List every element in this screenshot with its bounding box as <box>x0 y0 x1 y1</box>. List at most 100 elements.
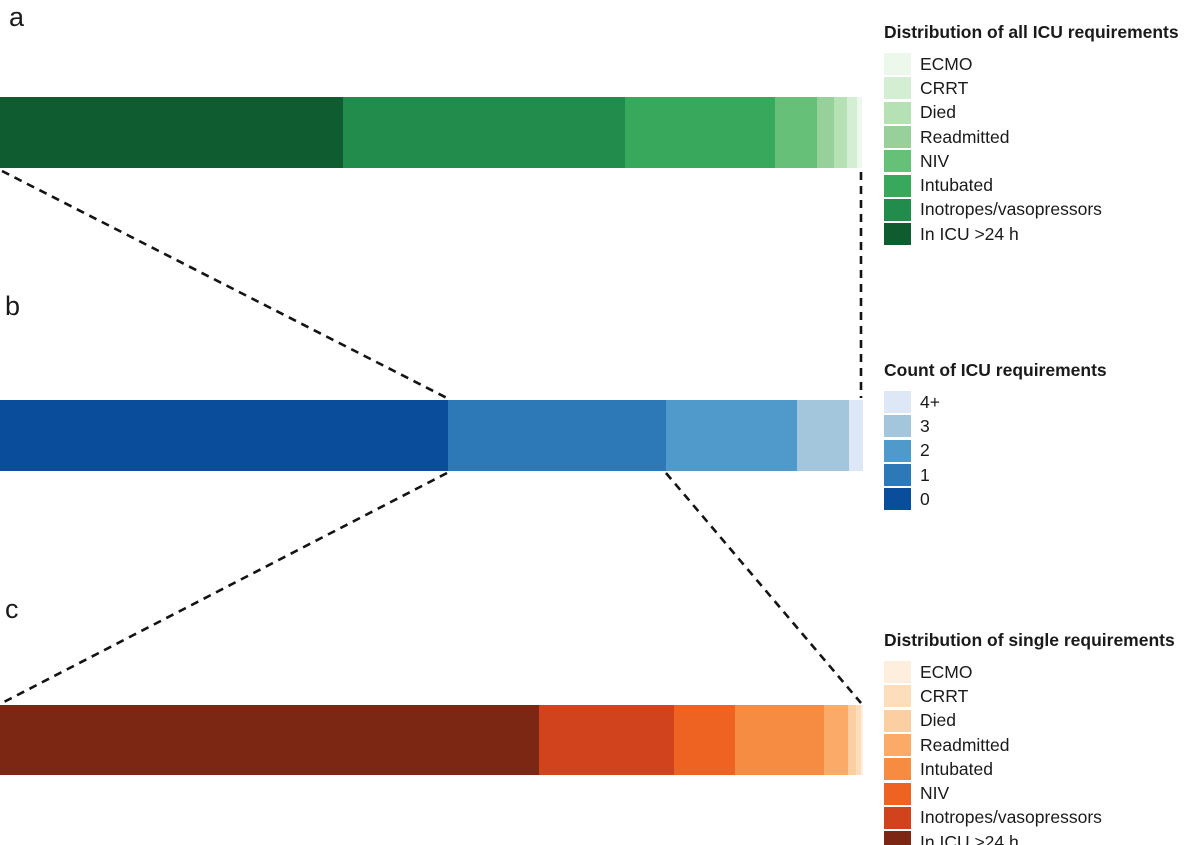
panel-a-segment-in-icu-24-h <box>0 97 343 168</box>
panel-a-legend-label-ecmo: ECMO <box>920 53 973 74</box>
panel-a-legend-item-readmitted: Readmitted <box>884 125 1200 149</box>
panel-b-legend-title: Count of ICU requirements <box>884 360 1107 380</box>
panel-a-segment-crrt <box>846 97 857 168</box>
panel-a-segment-inotropes-vasopressors <box>342 97 626 168</box>
panel-b-legend-label-4+: 4+ <box>920 391 940 412</box>
panel-c-swatch-died <box>884 709 911 732</box>
panel-c-legend-item-in-icu-24-h: In ICU >24 h <box>884 830 1200 845</box>
panel-b-swatch-3 <box>884 415 911 438</box>
panel-b-legend-item-1: 1 <box>884 463 1200 487</box>
panel-a-legend-item-niv: NIV <box>884 149 1200 173</box>
panel-a-swatch-in-icu-24-h <box>884 223 911 246</box>
panel-c-segment-niv <box>674 705 736 775</box>
panel-c-bar <box>0 705 863 775</box>
panel-b-legend-label-3: 3 <box>920 415 930 436</box>
panel-c-swatch-niv <box>884 782 911 805</box>
panel-a-legend-label-readmitted: Readmitted <box>920 126 1010 147</box>
panel-c-segment-crrt <box>856 705 862 775</box>
panel-c-legend-label-ecmo: ECMO <box>920 661 973 682</box>
panel-a-legend-item-ecmo: ECMO <box>884 52 1200 76</box>
panel-a-segment-ecmo <box>856 97 863 168</box>
panel-a-legend-item-crrt: CRRT <box>884 76 1200 100</box>
panel-c-legend-item-died: Died <box>884 709 1200 733</box>
panel-a-legend-item-in-icu-24-h: In ICU >24 h <box>884 222 1200 246</box>
panel-c-segment-ecmo <box>861 705 863 775</box>
panel-b-bar <box>0 400 863 471</box>
panel-a-segment-niv <box>775 97 818 168</box>
panel-c-legend-item-crrt: CRRT <box>884 684 1200 708</box>
panel-b-segment-0 <box>0 400 448 471</box>
panel-a-legend-label-niv: NIV <box>920 150 950 171</box>
panel-b-segment-2 <box>666 400 798 471</box>
panel-c-legend: Distribution of single requirements ECMO… <box>884 630 1200 845</box>
panel-b-legend-item-4+: 4+ <box>884 390 1200 414</box>
panel-b-legend-item-0: 0 <box>884 487 1200 511</box>
panel-c-legend-item-intubated: Intubated <box>884 757 1200 781</box>
panel-b-swatch-1 <box>884 464 911 487</box>
panel-c-swatch-intubated <box>884 758 911 781</box>
panel-a-legend-label-died: Died <box>920 102 956 123</box>
panel-a-swatch-inotropes-vasopressors <box>884 198 911 221</box>
panel-c-swatch-crrt <box>884 685 911 708</box>
panel-c-legend-item-inotropes-vasopressors: Inotropes/vasopressors <box>884 806 1200 830</box>
panel-c-label: c <box>5 594 19 624</box>
panel-b-legend: Count of ICU requirements 4+ 3 2 1 0 <box>884 360 1200 511</box>
panel-a-legend-item-intubated: Intubated <box>884 173 1200 197</box>
panel-a-segment-readmitted <box>817 97 834 168</box>
panel-c-legend-title: Distribution of single requirements <box>884 630 1175 650</box>
panel-a-swatch-intubated <box>884 174 911 197</box>
panel-b-legend-label-1: 1 <box>920 464 930 485</box>
panel-a-legend-label-intubated: Intubated <box>920 175 993 196</box>
panel-b-legend-label-2: 2 <box>920 440 930 461</box>
panel-b-swatch-4+ <box>884 391 911 414</box>
panel-c-segment-inotropes-vasopressors <box>539 705 674 775</box>
panel-b-legend-item-3: 3 <box>884 414 1200 438</box>
panel-c-legend-item-ecmo: ECMO <box>884 660 1200 684</box>
panel-b-segment-1 <box>447 400 667 471</box>
panel-a-legend-label-inotropes-vasopressors: Inotropes/vasopressors <box>920 199 1102 220</box>
panel-c-legend-label-intubated: Intubated <box>920 758 993 779</box>
panel-c-legend-label-died: Died <box>920 710 956 731</box>
panel-c-legend-label-in-icu-24-h: In ICU >24 h <box>920 831 1019 845</box>
panel-a-swatch-niv <box>884 150 911 173</box>
panel-b-swatch-2 <box>884 439 911 462</box>
panel-a-label: a <box>9 2 25 32</box>
panel-b-swatch-0 <box>884 488 911 511</box>
connector-b-to-c-left <box>1 471 448 705</box>
panel-a-segment-intubated <box>625 97 776 168</box>
panel-a-swatch-crrt <box>884 77 911 100</box>
panel-c-segment-intubated <box>735 705 825 775</box>
panel-c-segment-died <box>848 705 857 775</box>
panel-c-legend-item-niv: NIV <box>884 781 1200 805</box>
panel-c-legend-item-readmitted: Readmitted <box>884 733 1200 757</box>
panel-c-legend-label-niv: NIV <box>920 783 950 804</box>
connector-a-to-b-left <box>1 169 448 400</box>
panel-c-legend-label-readmitted: Readmitted <box>920 734 1010 755</box>
panel-a-legend: Distribution of all ICU requirements ECM… <box>884 22 1200 246</box>
panel-b-legend-items: 4+ 3 2 1 0 <box>884 390 1200 511</box>
panel-a-segment-died <box>833 97 847 168</box>
panel-a-legend-item-died: Died <box>884 101 1200 125</box>
panel-b-segment-3 <box>797 400 850 471</box>
panel-a-legend-label-crrt: CRRT <box>920 77 969 98</box>
panel-a-legend-item-inotropes-vasopressors: Inotropes/vasopressors <box>884 198 1200 222</box>
panel-b-segment-4+ <box>849 400 863 471</box>
panel-c-legend-label-crrt: CRRT <box>920 685 969 706</box>
panel-a-legend-title: Distribution of all ICU requirements <box>884 22 1179 42</box>
panel-c-swatch-readmitted <box>884 734 911 757</box>
panel-a-bar <box>0 97 863 168</box>
panel-c-segment-in-icu-24-h <box>0 705 540 775</box>
panel-c-swatch-inotropes-vasopressors <box>884 806 911 829</box>
panel-c-swatch-in-icu-24-h <box>884 831 911 845</box>
panel-c-swatch-ecmo <box>884 661 911 684</box>
panel-b-legend-label-0: 0 <box>920 488 930 509</box>
panel-c-segment-readmitted <box>824 705 849 775</box>
panel-a-swatch-readmitted <box>884 126 911 149</box>
panel-b-legend-item-2: 2 <box>884 439 1200 463</box>
panel-a-swatch-died <box>884 101 911 124</box>
panel-a-swatch-ecmo <box>884 53 911 76</box>
panel-a-legend-label-in-icu-24-h: In ICU >24 h <box>920 223 1019 244</box>
